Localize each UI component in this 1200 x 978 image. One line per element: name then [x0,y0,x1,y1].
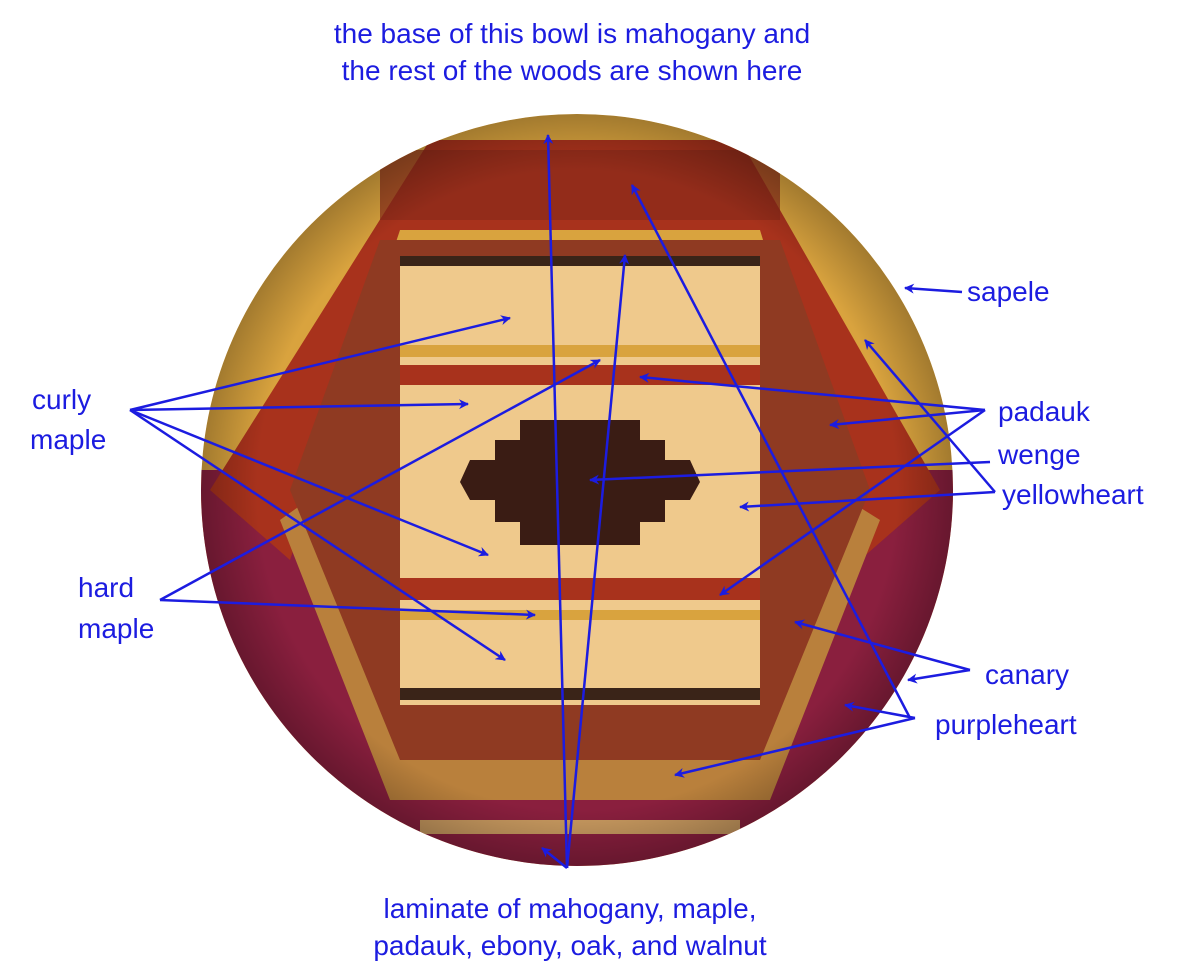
label-yellowheart: yellowheart [1002,479,1144,510]
annotation-arrows [129,134,996,869]
label-wenge: wenge [998,439,1081,470]
label-hard-maple: maple [78,613,155,644]
label-curly: curly [32,384,92,415]
bowl [201,114,953,866]
label-padauk: padauk [998,396,1090,427]
label-curly-maple: maple [30,424,107,455]
label-canary: canary [985,659,1070,690]
label-hard: hard [78,572,135,603]
bottom-line-2: padauk, ebony, oak, and walnut [373,930,767,961]
label-purpleheart: purpleheart [935,709,1077,740]
title-line-2: the rest of the woods are shown here [341,55,803,86]
title-line-1: the base of this bowl is mahogany and [333,18,811,49]
bottom-line-1: laminate of mahogany, maple, [383,893,757,924]
label-sapele: sapele [967,276,1050,307]
